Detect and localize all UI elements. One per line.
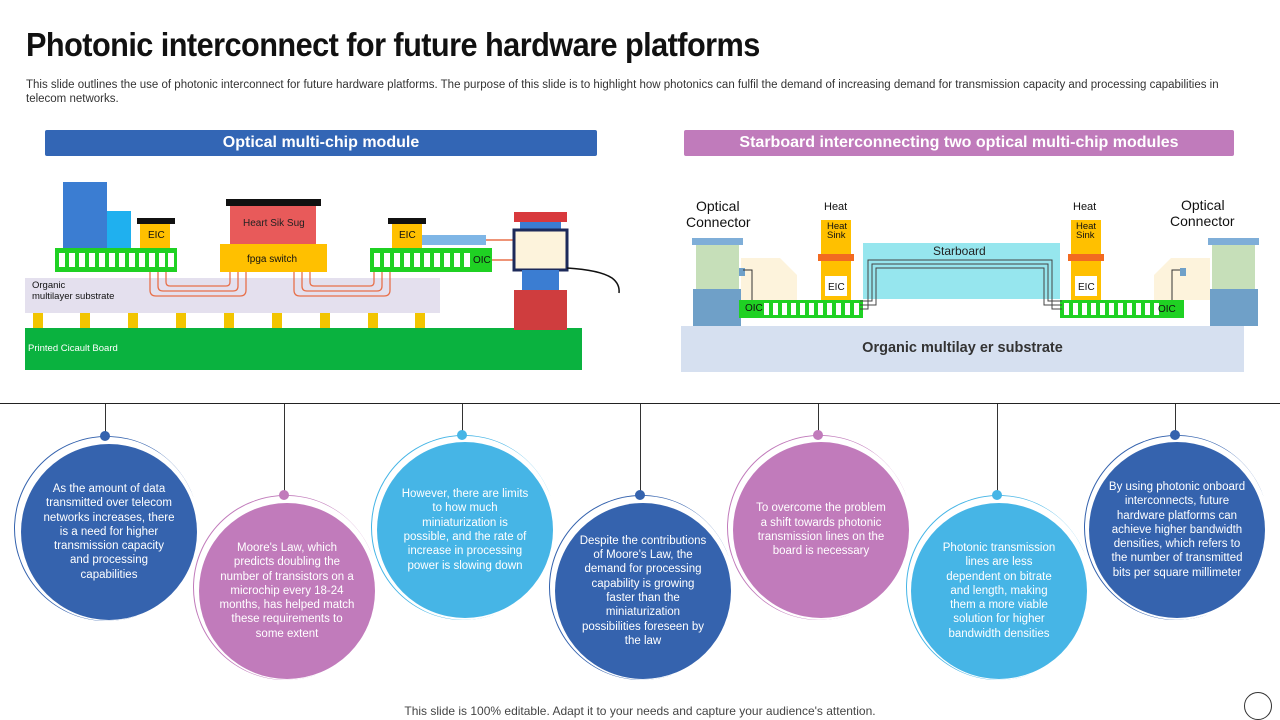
right-connector-label-2: Connector (1170, 213, 1235, 229)
right-panel-right-eic-label: EIC (1078, 282, 1095, 293)
point-3-dot (457, 430, 467, 440)
point-6-dot (992, 490, 1002, 500)
point-1-text: As the amount of data transmitted over t… (43, 482, 175, 581)
right-heat-sink-label-2: Sink (1076, 230, 1095, 241)
point-6-circle: Photonic transmission lines are less dep… (911, 503, 1087, 679)
optical-multichip-module-diagram (25, 182, 620, 370)
memory-block-large (63, 182, 107, 248)
left-connector-label-2: Connector (686, 214, 751, 230)
point-7-dot (1170, 430, 1180, 440)
left-eic-label: EIC (148, 230, 165, 241)
starboard-label: Starboard (933, 244, 986, 258)
fpga-label: fpga switch (247, 254, 298, 265)
heat-sink-label: Heart Sik Sug (243, 218, 305, 229)
left-heat-sink (821, 220, 851, 254)
point-2-dot (279, 490, 289, 500)
right-eic-label: EIC (399, 230, 416, 241)
point-1-circle: As the amount of data transmitted over t… (21, 444, 197, 620)
connector-base (514, 290, 567, 330)
left-heat-label: Heat (824, 201, 848, 213)
starboard-diagram (681, 220, 1259, 372)
left-connector-base (693, 289, 741, 326)
left-heat-sink-label-1: Heat (827, 221, 848, 232)
point-5-text: To overcome the problem a shift towards … (756, 502, 886, 558)
pcb-board (25, 328, 582, 370)
fpga-switch-chip (220, 244, 327, 272)
point-3-circle: However, there are limits to how much mi… (377, 442, 553, 618)
point-4-circle: Despite the contributions of Moore's Law… (555, 503, 731, 679)
footer-note: This slide is 100% editable. Adapt it to… (404, 704, 876, 718)
connector-top (514, 212, 567, 222)
corner-circle-icon (1244, 692, 1272, 720)
right-connector-top (1212, 245, 1255, 289)
point-1-dot (100, 431, 110, 441)
left-heat-sink-label-2: Sink (827, 230, 846, 241)
point-3-text: However, there are limits to how much mi… (401, 488, 529, 572)
page-subtitle: This slide outlines the use of photonic … (26, 79, 1219, 105)
point-2-text: Moore's Law, which predicts doubling the… (219, 541, 355, 640)
right-connector-base (1210, 289, 1258, 326)
left-chip-row (55, 248, 177, 272)
right-heat-sink-label-1: Heat (1076, 221, 1097, 232)
right-panel-right-oic-label: OIC (1158, 304, 1176, 315)
copper-traces (149, 272, 391, 297)
point-5-dot (813, 430, 823, 440)
left-connector-top (696, 245, 739, 289)
substrate-label-line2: multilayer substrate (32, 291, 115, 302)
point-6-text: Photonic transmission lines are less dep… (942, 541, 1056, 640)
right-panel-left-oic-label: OIC (745, 303, 763, 314)
point-5-circle: To overcome the problem a shift towards … (733, 442, 909, 618)
oic-label: OIC (473, 255, 491, 266)
point-7-circle: By using photonic onboard interconnects,… (1089, 442, 1265, 618)
right-heat-label: Heat (1073, 201, 1097, 213)
point-4-text: Despite the contributions of Moore's Law… (579, 534, 707, 647)
fiber-cable (566, 267, 620, 294)
heat-sink-block (230, 206, 316, 244)
right-eic-chip (392, 224, 422, 248)
left-eic-chip (140, 224, 170, 248)
page-title: Photonic interconnect for future hardwar… (26, 26, 760, 63)
right-heat-sink (1071, 220, 1101, 254)
substrate-label-line1: Organic (32, 280, 66, 291)
point-4-dot (635, 490, 645, 500)
right-panel-heading: Starboard interconnecting two optical mu… (684, 130, 1234, 156)
right-eic-chip (1075, 276, 1097, 296)
starboard-board (863, 243, 1060, 299)
waveguide (422, 235, 486, 245)
memory-block-small (107, 211, 131, 248)
solder-balls (33, 313, 425, 328)
left-panel-heading: Optical multi-chip module (45, 130, 597, 156)
point-7-text: By using photonic onboard interconnects,… (1108, 480, 1246, 579)
left-connector-label-1: Optical (696, 198, 740, 214)
right-connector-label-1: Optical (1181, 197, 1225, 213)
organic-multilayer-substrate (681, 326, 1244, 372)
left-eic-chip (825, 276, 847, 296)
pcb-label: Printed Cicault Board (28, 343, 118, 354)
point-2-circle: Moore's Law, which predicts doubling the… (199, 503, 375, 679)
right-panel-left-eic-label: EIC (828, 282, 845, 293)
timeline-line (0, 403, 1280, 404)
connector-body (512, 228, 569, 272)
organic-substrate-label: Organic multilay er substrate (862, 340, 1063, 356)
